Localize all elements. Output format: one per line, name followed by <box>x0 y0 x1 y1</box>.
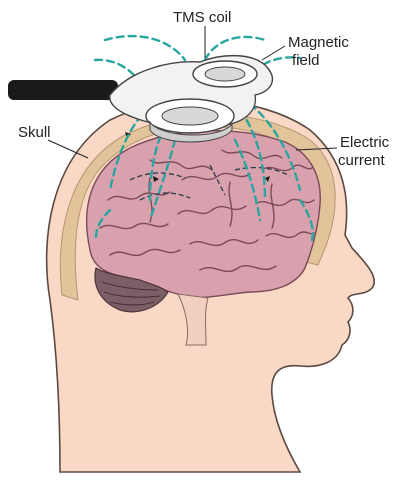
label-electric-current-line1: Electric <box>340 134 389 151</box>
label-magnetic-field-line2: field <box>292 52 320 69</box>
label-skull: Skull <box>18 124 51 141</box>
label-magnetic-field-line1: Magnetic <box>288 34 349 51</box>
coil-handle <box>8 80 118 100</box>
label-tms-coil: TMS coil <box>173 9 231 26</box>
label-electric-current-line2: current <box>338 152 385 169</box>
